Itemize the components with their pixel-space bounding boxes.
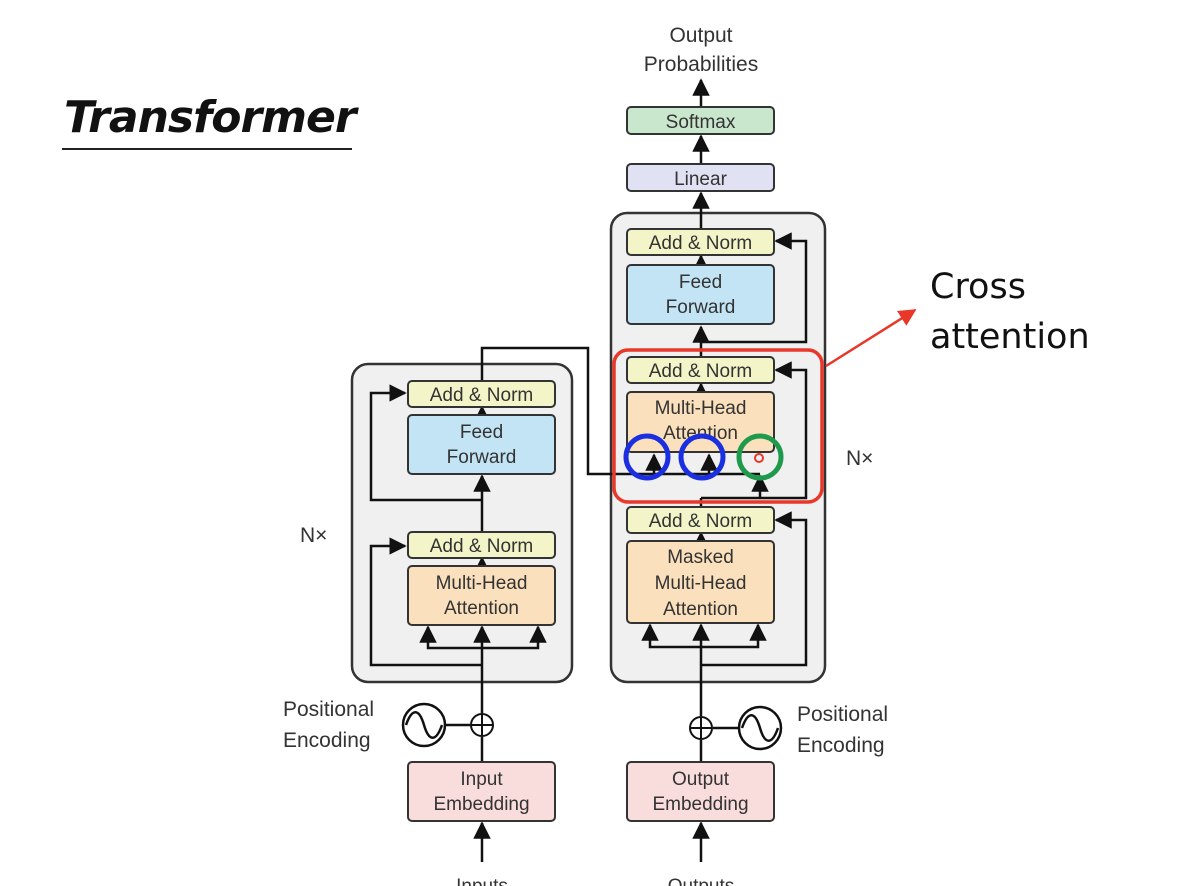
- annotation-line-1: Cross: [930, 267, 1026, 307]
- masked-line-2: Multi-Head: [655, 573, 747, 594]
- annotation-line-2: attention: [930, 317, 1090, 357]
- encoder-ff-line-1: Feed: [460, 422, 503, 443]
- encoder-multi-head-attention: Multi-Head Attention: [407, 565, 556, 626]
- softmax-box: Softmax: [626, 106, 775, 135]
- output-probabilities-label: Output Probabilities: [644, 24, 758, 76]
- inputs-label: Inputs: [456, 876, 508, 886]
- input-embedding: Input Embedding: [407, 761, 556, 822]
- encoder-connectors: [369, 346, 760, 862]
- title-underline: [62, 148, 352, 150]
- outputs-label: Outputs: [668, 876, 735, 886]
- encoder-ff-line-2: Forward: [447, 447, 517, 468]
- softmax-label: Softmax: [666, 112, 736, 133]
- input-embedding-line-2: Embedding: [433, 794, 529, 815]
- decoder-connectors: [641, 78, 808, 862]
- decoder-ff-line-1: Feed: [679, 272, 722, 293]
- decoder-plus-icon: [689, 716, 713, 740]
- linear-label: Linear: [674, 169, 727, 190]
- input-embedding-line-1: Input: [460, 769, 503, 790]
- output-embedding-line-1: Output: [672, 769, 730, 790]
- decoder-add-norm-top: Add & Norm: [626, 228, 775, 256]
- encoder-sine-wave-icon: [401, 702, 447, 748]
- decoder-positional-line-2: Encoding: [797, 734, 885, 757]
- decoder-sine-wave-icon: [737, 705, 783, 751]
- key-highlight-circle: [623, 433, 671, 481]
- encoder-add-norm-top: Add & Norm: [407, 380, 556, 408]
- encoder-add-norm-top-label: Add & Norm: [430, 385, 533, 406]
- decoder-feed-forward: Feed Forward: [626, 264, 775, 325]
- decoder-repeat-label: N×: [846, 447, 873, 470]
- encoder-repeat-label: N×: [300, 524, 327, 547]
- encoder-feed-forward: Feed Forward: [407, 414, 556, 475]
- masked-line-1: Masked: [667, 547, 734, 568]
- output-prob-line-1: Output: [669, 24, 732, 47]
- value-highlight-circle: [678, 433, 726, 481]
- output-embedding-line-2: Embedding: [652, 794, 748, 815]
- output-embedding: Output Embedding: [626, 761, 775, 822]
- linear-box: Linear: [626, 163, 775, 192]
- decoder-masked-attention: Masked Multi-Head Attention: [626, 540, 775, 624]
- decoder-add-norm-top-label: Add & Norm: [649, 233, 752, 254]
- encoder-add-norm-bottom: Add & Norm: [407, 531, 556, 559]
- output-prob-line-2: Probabilities: [644, 53, 758, 76]
- encoder-attn-line-2: Attention: [444, 598, 519, 619]
- decoder-add-norm-mid-label: Add & Norm: [649, 361, 752, 382]
- cross-attn-line-2: Attention: [663, 423, 738, 444]
- cross-attention-pointer-arrow: [825, 308, 917, 368]
- decoder-add-norm-bottom: Add & Norm: [626, 506, 775, 534]
- decoder-positional-line-1: Positional: [797, 703, 888, 726]
- cross-attn-line-1: Multi-Head: [655, 398, 747, 419]
- encoder-attn-line-1: Multi-Head: [436, 573, 528, 594]
- decoder-cross-attention: Multi-Head Attention: [626, 391, 775, 453]
- query-highlight-circle: [736, 433, 784, 481]
- decoder-ff-line-2: Forward: [666, 297, 736, 318]
- encoder-plus-icon: [470, 713, 494, 737]
- slide-title: Transformer: [64, 92, 357, 143]
- decoder-add-norm-bottom-label: Add & Norm: [649, 511, 752, 532]
- decoder-add-norm-mid: Add & Norm: [626, 356, 775, 384]
- query-point-icon: [754, 453, 764, 463]
- cross-attention-annotation: Cross attention: [930, 262, 1090, 362]
- encoder-positional-line-2: Encoding: [283, 729, 371, 752]
- masked-line-3: Attention: [663, 599, 738, 620]
- encoder-add-norm-bottom-label: Add & Norm: [430, 536, 533, 557]
- cross-attention-highlight-box: [612, 348, 824, 504]
- encoder-positional-line-1: Positional: [283, 698, 374, 721]
